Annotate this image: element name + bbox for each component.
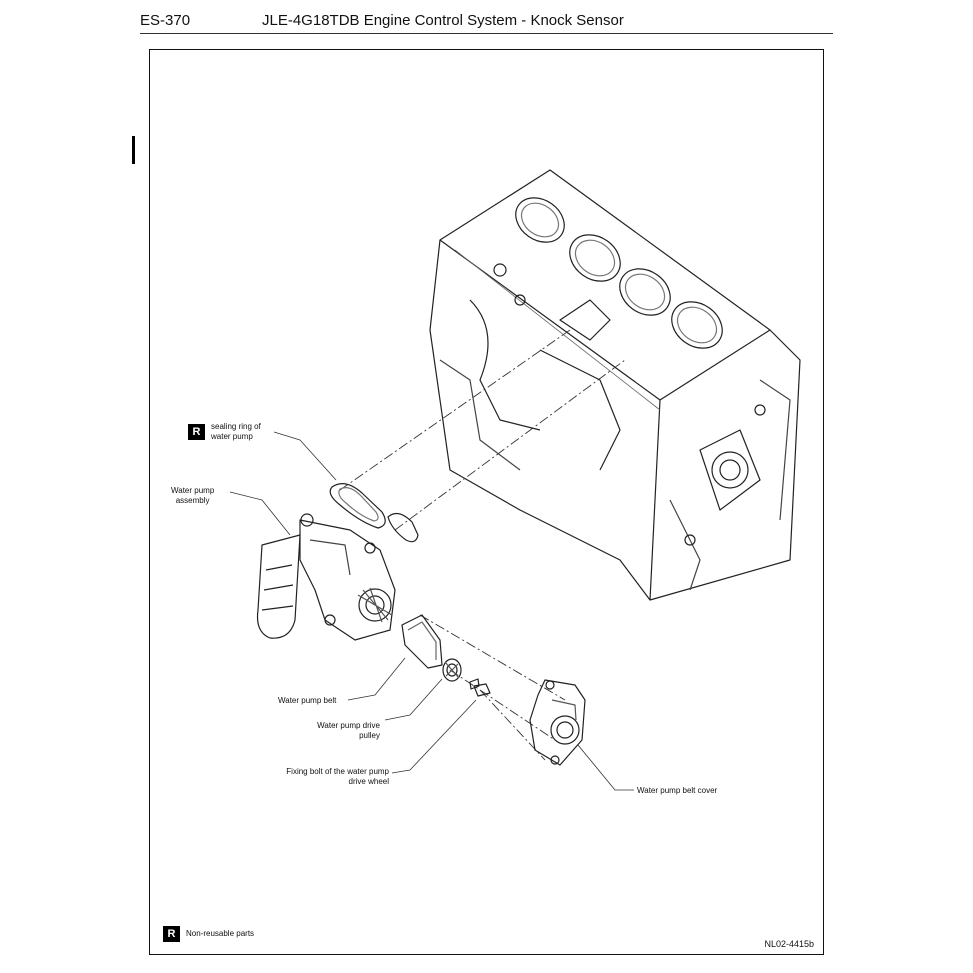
engine-block-illustration	[429, 169, 801, 601]
callout-fixing-bolt: Fixing bolt of the water pump drive whee…	[286, 767, 389, 786]
revision-bar	[132, 136, 135, 164]
callout-water-pump-belt: Water pump belt	[278, 696, 337, 705]
water-pump-belt-illustration	[401, 614, 443, 669]
legend-text: Non-reusable parts	[186, 929, 255, 938]
figure-frame	[149, 49, 824, 955]
page-code: ES-370	[140, 12, 191, 29]
figure-id: NL02-4415b	[764, 939, 814, 949]
fixing-bolt-illustration	[469, 678, 491, 697]
drive-pulley-illustration	[442, 658, 462, 682]
belt-cover-illustration	[529, 679, 586, 766]
water-pump-illustration	[256, 513, 396, 641]
non-reusable-badge-sealing: R	[188, 424, 205, 440]
sealing-ring-parts	[329, 483, 419, 543]
callout-drive-pulley: Water pump drive pulley	[317, 721, 380, 740]
page-title: JLE-4G18TDB Engine Control System - Knoc…	[262, 12, 624, 29]
callout-water-pump-assembly: Water pump assembly	[171, 486, 215, 505]
callout-belt-cover: Water pump belt cover	[637, 786, 718, 795]
legend-badge: R	[163, 926, 180, 942]
header-rule	[140, 33, 833, 34]
callout-sealing-ring: sealing ring of water pump	[211, 422, 261, 441]
